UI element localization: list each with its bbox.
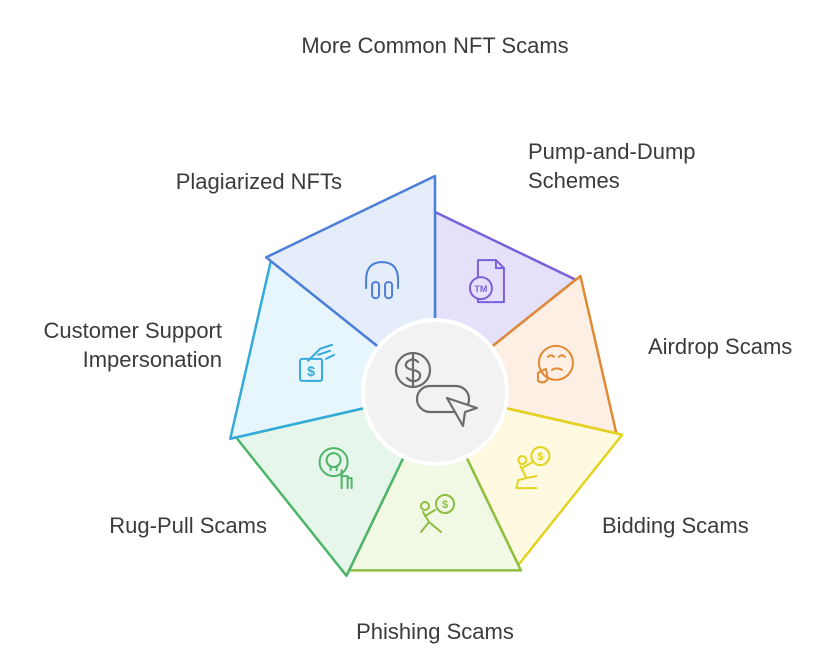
dollar-cursor-icon — [394, 351, 479, 428]
svg-text:$: $ — [537, 451, 543, 463]
person-sitting-dollar-icon: $ — [420, 494, 455, 533]
person-kneeling-dollar-icon: $ — [515, 446, 551, 490]
segment-label-phishing-scams: Phishing Scams — [356, 619, 514, 644]
svg-text:$: $ — [307, 363, 315, 379]
segment-label-plagiarized-nfts: Plagiarized NFTs — [175, 169, 342, 194]
svg-text:$: $ — [442, 499, 448, 511]
trademark-document-icon: TM — [468, 259, 505, 304]
diagram-title: More Common NFT Scams — [301, 33, 569, 58]
segment-label-bidding-scams: Bidding Scams — [602, 513, 749, 538]
segment-label-airdrop-scams: Airdrop Scams — [648, 334, 793, 359]
skull-pointer-icon — [318, 447, 353, 490]
thinking-face-icon — [536, 344, 574, 384]
headset-icon — [365, 261, 400, 300]
center-circle — [361, 318, 509, 466]
hand-dollar-sign-icon: $ — [299, 343, 336, 382]
segment-label-rug-pull-scams: Rug-Pull Scams — [109, 513, 267, 538]
svg-text:TM: TM — [474, 284, 487, 294]
